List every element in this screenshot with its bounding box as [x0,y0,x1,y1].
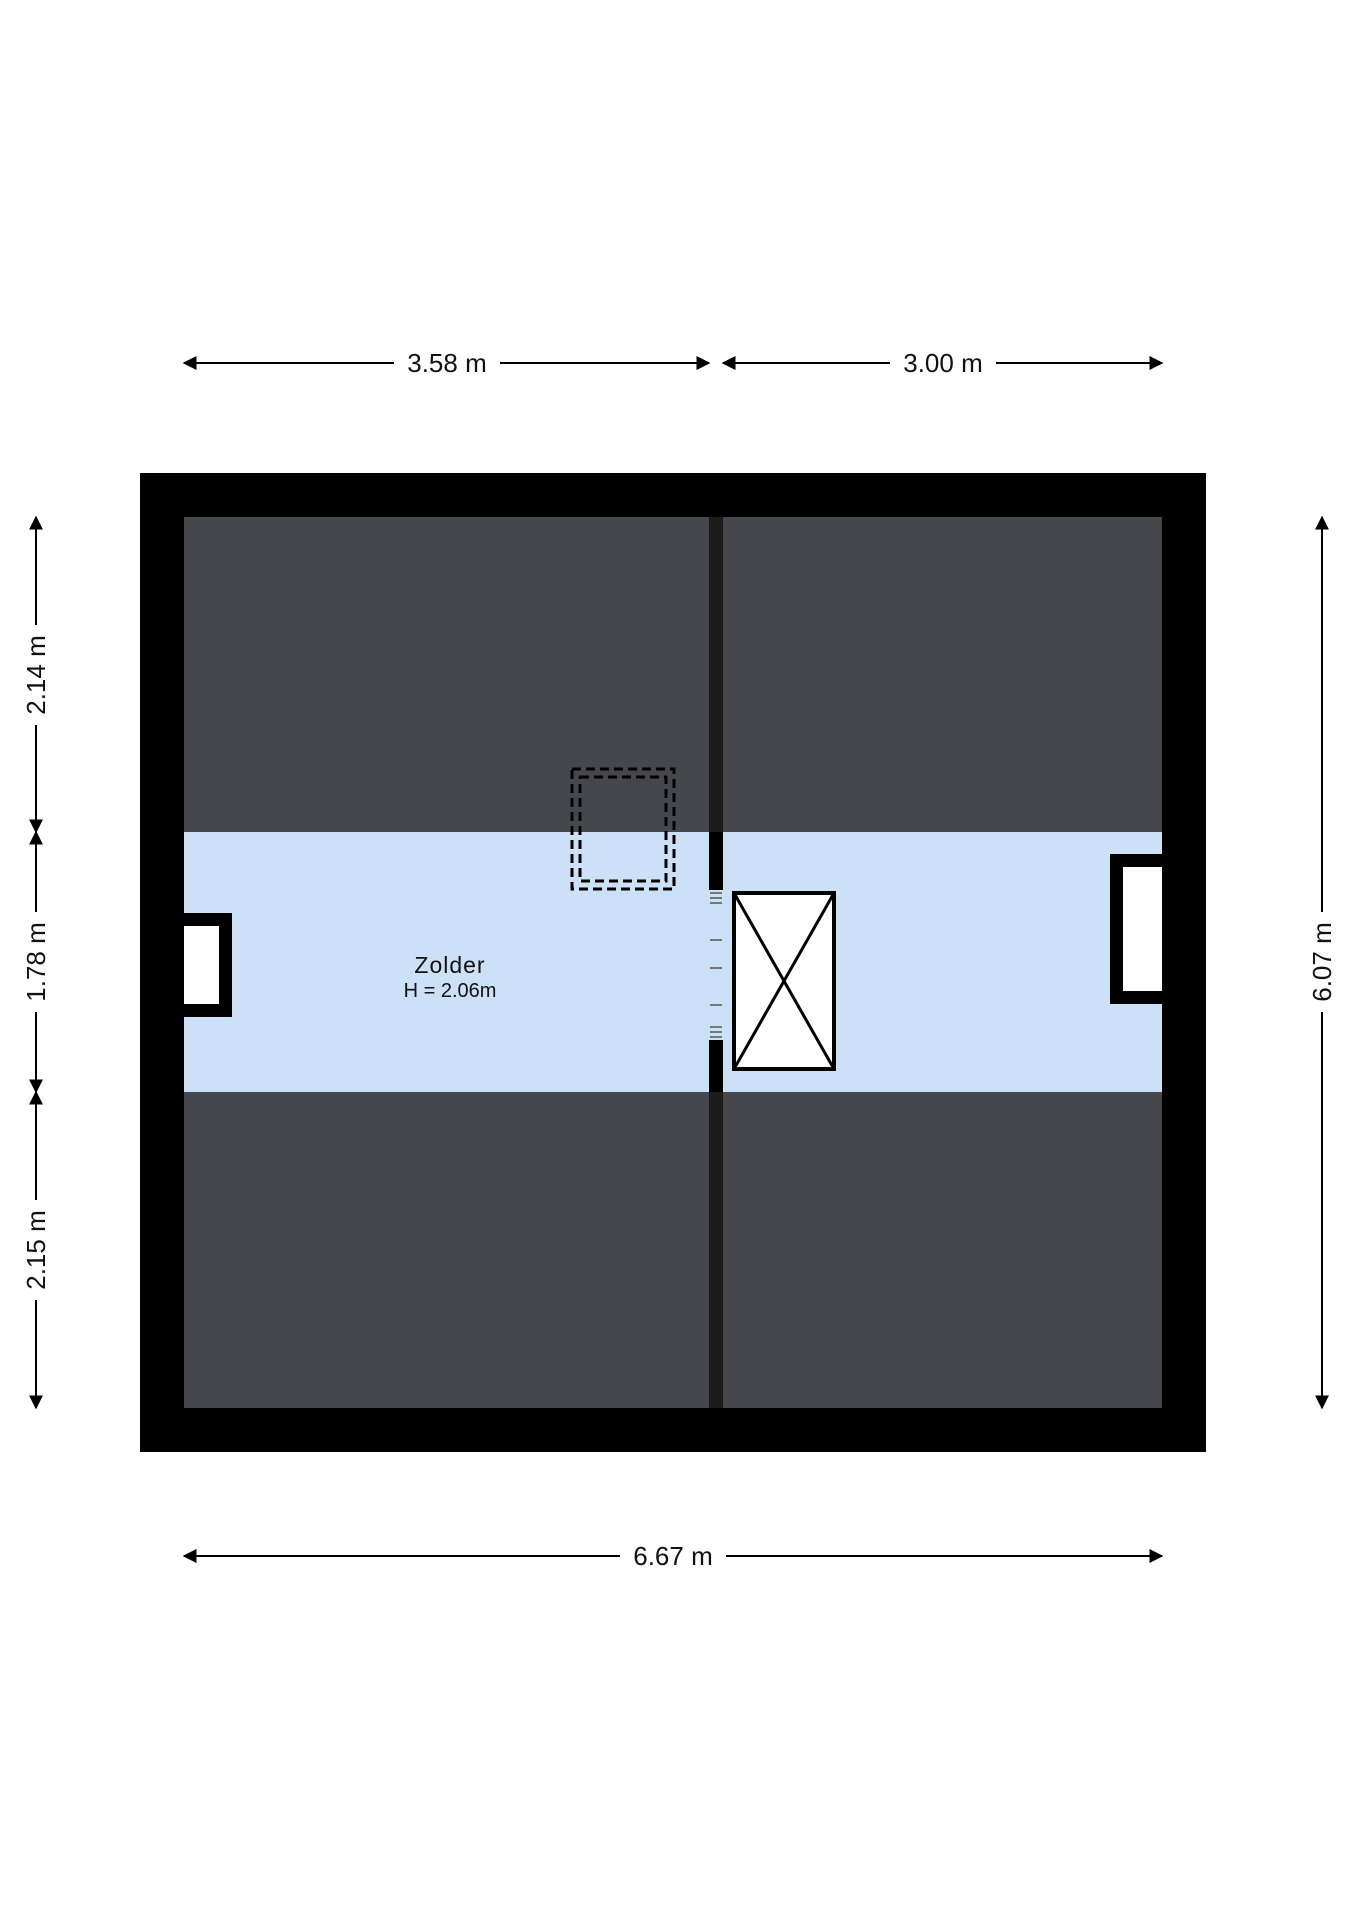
stair-void [732,891,836,1071]
dimension-left-bottom: 2.15 m [21,1090,51,1410]
dimension-label: 2.15 m [21,1210,51,1290]
dimension-label: 3.58 m [407,348,487,378]
wall-niche-right [1110,854,1162,1004]
dimension-right: 6.07 m [1307,515,1337,1410]
stair-treads [710,892,722,1038]
dimension-label: 6.67 m [633,1541,713,1571]
dimension-label: 6.07 m [1307,922,1337,1002]
center-beam-top [709,517,723,832]
room-name: Zolder [414,952,485,978]
dimension-top-right: 3.00 m [721,348,1164,378]
center-beam-bottom [709,1092,723,1408]
dimension-label: 1.78 m [21,922,51,1002]
sloped-area-bottom [184,1092,1162,1408]
dimension-bottom: 6.67 m [182,1541,1164,1571]
dimension-top-left: 3.58 m [182,348,711,378]
dimension-label: 3.00 m [903,348,983,378]
wall-niche-left [184,913,232,1017]
dimension-left-middle: 1.78 m [21,830,51,1094]
partition-wall-upper [709,832,723,890]
room-floor [184,832,1162,1092]
partition-wall-lower [709,1040,723,1092]
roof-hatch [570,767,676,891]
dimension-label: 2.14 m [21,635,51,715]
room-height: H = 2.06m [404,980,497,1002]
dimension-left-top: 2.14 m [21,515,51,834]
